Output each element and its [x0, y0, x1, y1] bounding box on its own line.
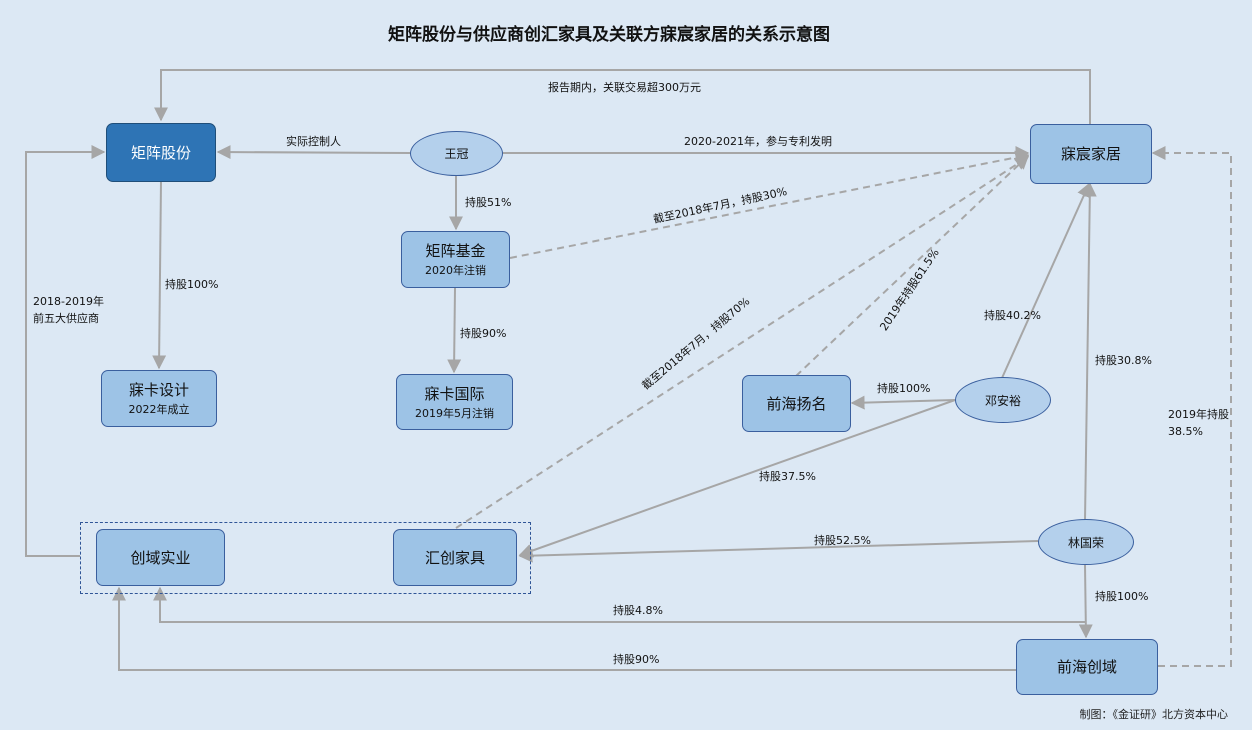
- label-supplier-line2: 前五大供应商: [33, 312, 99, 325]
- edge-deng-yangming: [850, 395, 956, 410]
- node-qhchuangyu[interactable]: 前海创域: [1016, 639, 1158, 695]
- node-label: 矩阵基金: [425, 242, 486, 260]
- label-lin-huichuang: 持股52.5%: [814, 534, 871, 547]
- node-wangguan[interactable]: 王冠: [410, 131, 503, 176]
- edge-related-transaction: [154, 69, 1091, 124]
- label-qh-mechen-line2: 38.5%: [1168, 425, 1203, 438]
- node-chuangyu[interactable]: 创域实业: [96, 529, 225, 586]
- diagram-title: 矩阵股份与供应商创汇家具及关联方寐宸家居的关系示意图: [388, 25, 830, 45]
- label-deng-huichuang: 持股37.5%: [759, 470, 816, 483]
- node-huichuang[interactable]: 汇创家具: [393, 529, 517, 586]
- edge-lin-huichuang: [518, 540, 1039, 563]
- label-lin-qhchuangyu: 持股100%: [1095, 590, 1149, 603]
- label-hold51: 持股51%: [465, 196, 512, 209]
- source-credit: 制图：《金证研》北方资本中心: [1079, 708, 1229, 721]
- edge-qh-mechen: [1151, 146, 1232, 667]
- node-label: 创域实业: [130, 548, 191, 567]
- node-qhyangming[interactable]: 前海扬名: [742, 375, 851, 432]
- label-deng-yangming: 持股100%: [877, 382, 931, 395]
- node-label: 邓安裕: [984, 393, 1021, 408]
- label-deng-mechen: 持股40.2%: [984, 309, 1041, 322]
- label-related-transaction: 报告期内，关联交易超300万元: [548, 81, 701, 94]
- label-hold100-design: 持股100%: [165, 278, 219, 291]
- node-mechen[interactable]: 寐宸家居: [1030, 124, 1152, 184]
- edge-jijin-mechen: [509, 150, 1030, 259]
- edge-qh-chuangyu-48: [153, 586, 1086, 623]
- edge-lin-qhchuangyu: [1078, 564, 1093, 639]
- node-label: 前海创域: [1056, 658, 1117, 676]
- label-hold90-intl: 持股90%: [460, 327, 507, 340]
- edge-deng-mechen: [1001, 182, 1091, 379]
- edge-qh-chuangyu-90: [112, 586, 1016, 671]
- edge-lin-mechen: [1082, 182, 1097, 521]
- node-note: 2019年5月注销: [415, 406, 494, 420]
- node-label: 王冠: [444, 147, 469, 161]
- node-jijin[interactable]: 矩阵基金 2020年注销: [401, 231, 510, 288]
- edge-deng-huichuang: [518, 399, 956, 558]
- node-denganyu[interactable]: 邓安裕: [955, 377, 1051, 423]
- node-juzhen[interactable]: 矩阵股份: [106, 123, 216, 182]
- node-mkdesign[interactable]: 寐卡设计 2022年成立: [101, 370, 217, 427]
- node-linguorong[interactable]: 林国荣: [1038, 519, 1134, 565]
- edge-supplier: [25, 145, 106, 557]
- label-patent: 2020-2021年，参与专利发明: [684, 135, 832, 148]
- edge-hold100-design: [152, 180, 167, 370]
- node-note: 2020年注销: [425, 264, 486, 277]
- edge-yangming-mechen: [795, 155, 1030, 377]
- edge-hold90-intl: [447, 287, 462, 374]
- node-mkintl[interactable]: 寐卡国际 2019年5月注销: [396, 374, 513, 430]
- edge-huichuang-mechen: [455, 156, 1030, 529]
- node-label: 林国荣: [1067, 535, 1104, 550]
- label-qh-chuangyu-90: 持股90%: [613, 653, 660, 666]
- node-label: 寐卡国际: [424, 384, 485, 403]
- label-supplier-line1: 2018-2019年: [33, 295, 104, 308]
- label-lin-mechen: 持股30.8%: [1095, 354, 1152, 367]
- edge-actual-control: [216, 145, 411, 160]
- node-label: 矩阵股份: [130, 143, 191, 162]
- label-qh-mechen-line1: 2019年持股: [1168, 408, 1229, 421]
- node-label: 寐卡设计: [128, 381, 189, 399]
- node-label: 前海扬名: [766, 394, 827, 413]
- supplier-group-box: [80, 522, 531, 594]
- label-qh-chuangyu-48: 持股4.8%: [613, 604, 663, 617]
- node-label: 汇创家具: [424, 548, 485, 567]
- label-actual-control: 实际控制人: [286, 135, 341, 148]
- node-note: 2022年成立: [128, 403, 190, 416]
- node-label: 寐宸家居: [1060, 145, 1121, 163]
